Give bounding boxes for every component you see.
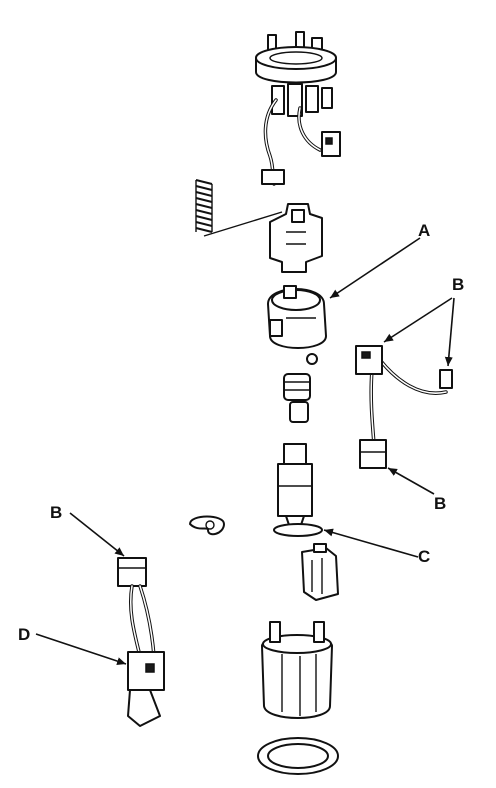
leader-c (323, 528, 419, 558)
leader-b-top-connector (383, 297, 453, 343)
leader-b-top-terminal (444, 297, 455, 367)
callout-b-lower-right: B (434, 494, 446, 513)
base-wiring-harness (261, 98, 341, 186)
leader-d (35, 633, 127, 665)
callout-c: C (418, 547, 430, 566)
spring-alignment-line (203, 211, 283, 237)
pump-filter-gasket (273, 523, 323, 537)
check-valve (283, 373, 311, 423)
compression-spring (195, 179, 213, 233)
pump-holder-bracket (269, 203, 323, 273)
fuel-filter-strainer (301, 543, 339, 601)
right-sub-harness (355, 345, 453, 469)
fuel-pump-motor (277, 443, 313, 529)
retaining-clip (189, 515, 225, 536)
pressure-regulator-body (267, 285, 327, 349)
leader-b-left (69, 512, 125, 557)
small-o-ring (306, 353, 318, 365)
callout-a: A (418, 221, 430, 240)
callout-b-top-right: B (452, 275, 464, 294)
leader-b-lower (387, 467, 435, 495)
callout-d: D (18, 625, 30, 644)
pump-base-flange (255, 31, 337, 117)
leader-a (329, 237, 421, 299)
leader-lines (35, 237, 455, 665)
callout-b-left: B (50, 503, 62, 522)
tank-seal-ring (257, 737, 339, 775)
left-sub-harness (117, 557, 165, 727)
pump-reservoir-housing (261, 621, 333, 719)
